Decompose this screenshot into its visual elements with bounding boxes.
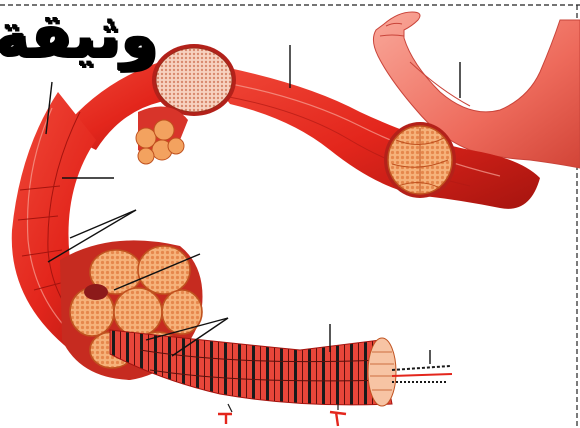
myofilament-strands [392,366,452,382]
document-heading: وثيقة [0,0,158,76]
pointer-perimysium-a [70,210,136,238]
muscle-cross-section [384,122,456,198]
small-fascicle-group [136,107,188,164]
myofibril-extension [110,330,396,406]
